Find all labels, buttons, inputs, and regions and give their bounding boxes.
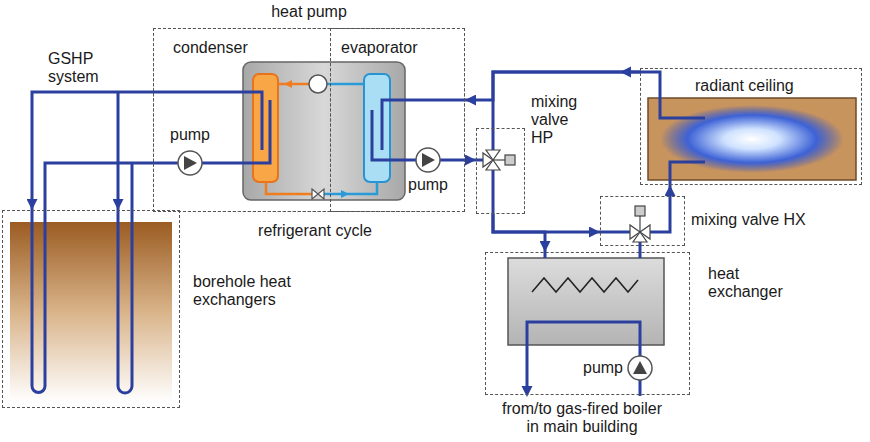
valve-port	[633, 232, 647, 242]
valve-stem	[493, 159, 505, 160]
three-way-valve	[483, 150, 515, 170]
pump-circle	[178, 151, 202, 175]
u-tube	[32, 210, 45, 393]
hot-line	[278, 83, 309, 86]
label-holder: pump	[0, 0, 870, 18]
component-name: mixing valve HP	[531, 93, 578, 147]
flow-arrow	[284, 80, 292, 88]
pipe	[153, 100, 270, 163]
label-holder: GSHP system	[0, 0, 870, 36]
pipe-connector	[493, 214, 600, 232]
pipe-connector	[45, 163, 153, 210]
component-region: mixing valve HP	[476, 128, 525, 214]
borehole-loops	[32, 210, 132, 393]
pipe	[117, 92, 120, 210]
pipe-connector	[465, 159, 476, 162]
annotation-label: pump	[170, 126, 210, 144]
label-holder: pump	[0, 0, 870, 18]
pipe	[492, 128, 495, 150]
pump-symbol	[178, 151, 202, 175]
pump-triangle	[422, 153, 435, 167]
valve-actuator	[505, 155, 515, 165]
pump-symbol	[416, 148, 440, 172]
annotation-label: pump	[408, 176, 448, 194]
component-region: radiant ceiling	[640, 68, 862, 185]
pipe	[670, 162, 705, 185]
three-way-valve	[630, 206, 650, 242]
ceiling-panel	[648, 98, 856, 180]
label-holder: pump	[0, 0, 870, 18]
pump-triangle	[184, 156, 197, 170]
annotation-label: refrigerant cycle	[258, 222, 372, 240]
cold-line	[324, 182, 377, 194]
pipe	[600, 231, 630, 234]
pipe	[650, 196, 670, 232]
flow-arrow	[341, 190, 349, 198]
pump-circle	[628, 356, 652, 380]
annotation-label: from/to gas-fired boiler in main buildin…	[496, 400, 668, 436]
pump-symbol	[628, 356, 652, 380]
annotation-label: GSHP system	[48, 50, 110, 86]
expansion-valve	[312, 189, 324, 199]
annotation-label: pump	[583, 359, 623, 377]
pipe	[131, 163, 134, 210]
component-name: borehole heat exchangers	[193, 273, 305, 309]
pipe	[527, 322, 640, 396]
hot-line	[266, 182, 312, 194]
valve-port	[486, 160, 500, 170]
pipe	[382, 100, 465, 150]
label-holder: refrigerant cycle	[0, 0, 870, 18]
u-tube	[118, 210, 132, 393]
evaporator-coil	[364, 74, 390, 182]
component-region: borehole heat exchangers	[2, 210, 180, 408]
ground	[10, 222, 172, 402]
component-name: heat exchanger	[708, 265, 792, 301]
pump-circle	[416, 148, 440, 172]
exchanger-zigzag	[532, 278, 638, 292]
condenser-coil	[253, 74, 278, 182]
component-name: radiant ceiling	[695, 77, 794, 95]
valve-actuator	[635, 206, 645, 216]
pipe	[476, 159, 483, 162]
refrigerant-lines	[266, 84, 377, 194]
component-name: condenser	[173, 39, 248, 57]
flow-arrow	[522, 386, 533, 397]
valve-stem	[639, 216, 640, 232]
pump-triangle	[633, 361, 647, 374]
compressor-symbol	[309, 75, 327, 93]
component-region: mixing valve HX	[600, 196, 685, 246]
component-name: evaporator	[341, 39, 418, 57]
label-holder: from/to gas-fired boiler in main buildin…	[0, 0, 870, 36]
component-region: condenser	[153, 28, 331, 212]
pipe	[153, 92, 262, 150]
pipe	[492, 170, 495, 214]
valve-port	[486, 150, 500, 160]
pipe-connector	[32, 92, 153, 210]
component-name: heat pump	[271, 3, 347, 21]
cold-line	[327, 83, 364, 86]
water-pipes	[118, 72, 705, 396]
component-name: mixing valve HX	[691, 211, 806, 229]
pipe-connector	[669, 185, 672, 196]
